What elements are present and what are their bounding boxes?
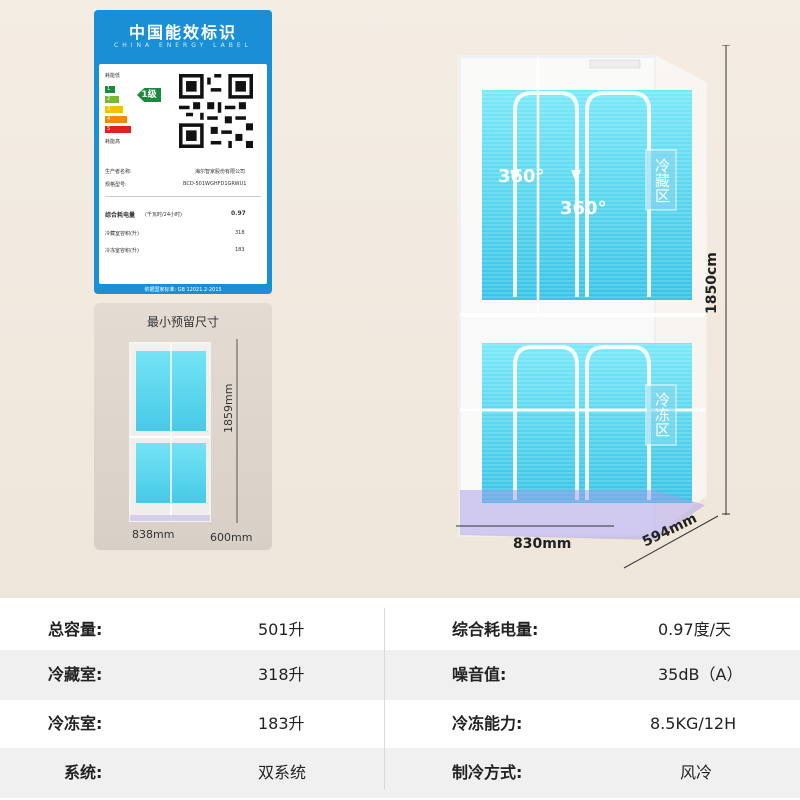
product-image-area: 中国能效标识 CHINA ENERGY LABEL 耗能低 1 2 3 4 5 … xyxy=(0,0,800,598)
energy-label-body: 耗能低 1 2 3 4 5 1级 耗能高 xyxy=(99,64,267,284)
spec-row: 冷藏室: 318升 噪音值: 35dB（A） xyxy=(0,650,800,700)
power-value: 0.97 xyxy=(231,210,246,217)
energy-label-title: 中国能效标识 xyxy=(128,23,237,42)
fridge-volume-label: 冷藏室容积(升) xyxy=(105,231,139,237)
spec-label: 冷冻室: xyxy=(48,714,103,733)
spec-label: 系统: xyxy=(64,763,103,782)
energy-label-subtitle: CHINA ENERGY LABEL xyxy=(114,42,252,49)
spec-label: 制冷方式: xyxy=(452,763,523,782)
product-width: 830mm xyxy=(513,536,572,552)
depth-dimension-line xyxy=(623,515,719,569)
airflow-label: 360° xyxy=(498,166,545,187)
spec-table: 总容量: 501升 综合耗电量: 0.97度/天 冷藏室: 318升 噪音值: … xyxy=(0,598,800,800)
freezer-volume-value: 183 xyxy=(235,247,245,253)
spec-value: 501升 xyxy=(258,620,305,639)
spec-value: 双系统 xyxy=(258,763,307,782)
low-consumption-label: 耗能低 xyxy=(105,73,121,79)
maker-value: 海尔智家股份有限公司 xyxy=(195,169,246,175)
height-dimension-line xyxy=(722,45,730,515)
qr-code-icon xyxy=(179,74,253,148)
width-dimension-line xyxy=(456,525,614,527)
spec-value: 风冷 xyxy=(680,763,713,782)
airflow-label: 360° xyxy=(560,198,607,219)
energy-label-standard: 依据国家标准: GB 12021.2-2015 xyxy=(144,287,222,293)
product-height: 1850cm xyxy=(704,252,720,314)
grade-bar: 2 xyxy=(105,96,119,103)
min-space-panel: 最小预留尺寸 1859mm 838mm 600mm xyxy=(94,303,272,550)
height-dimension-line xyxy=(236,339,238,523)
spec-label: 冷冻能力: xyxy=(452,714,523,733)
fridge-volume-value: 318 xyxy=(235,230,245,236)
column-divider xyxy=(384,608,385,790)
freezer-zone-label: 冷冻区 xyxy=(653,392,671,437)
grade-bar: 3 xyxy=(105,106,123,113)
spec-label: 噪音值: xyxy=(452,665,507,684)
high-consumption-label: 耗能高 xyxy=(105,139,121,145)
spec-value: 35dB（A） xyxy=(658,665,743,684)
spec-value: 8.5KG/12H xyxy=(650,714,737,733)
min-height: 1859mm xyxy=(222,383,235,433)
grade-bar: 4 xyxy=(105,116,127,123)
divider xyxy=(105,196,261,197)
power-label: 综合耗电量 xyxy=(105,212,136,219)
spec-row: 冷冻室: 183升 冷冻能力: 8.5KG/12H xyxy=(0,699,800,749)
energy-grade-badge: 1级 xyxy=(137,88,161,102)
spec-value: 0.97度/天 xyxy=(658,620,732,639)
spec-row: 系统: 双系统 制冷方式: 风冷 xyxy=(0,748,800,798)
grade-bar: 5 xyxy=(105,126,131,133)
model-label: 规格型号: xyxy=(105,182,127,188)
spec-label: 综合耗电量: xyxy=(452,620,539,639)
fridge-zone-label: 冷藏区 xyxy=(653,158,671,203)
small-fridge-illustration xyxy=(129,342,211,522)
min-width: 838mm xyxy=(132,528,175,541)
grade-bar: 1 xyxy=(105,86,115,93)
spec-value: 318升 xyxy=(258,665,305,684)
spec-label: 总容量: xyxy=(48,620,103,639)
spec-label: 冷藏室: xyxy=(48,665,103,684)
maker-label: 生产者名称: xyxy=(105,169,132,175)
power-unit: (千瓦时/24小时) xyxy=(145,212,182,218)
freezer-volume-label: 冷冻室容积(升) xyxy=(105,248,139,254)
min-space-title: 最小预留尺寸 xyxy=(146,315,219,329)
energy-label: 中国能效标识 CHINA ENERGY LABEL 耗能低 1 2 3 4 5 … xyxy=(94,10,272,294)
model-value: BCD-501WGHFD1GRWU1 xyxy=(183,181,247,187)
fridge-illustration xyxy=(458,55,707,540)
spec-value: 183升 xyxy=(258,714,305,733)
spec-row: 总容量: 501升 综合耗电量: 0.97度/天 xyxy=(0,605,800,655)
energy-grade-bars: 1 2 3 4 5 xyxy=(105,86,131,136)
min-depth: 600mm xyxy=(210,531,253,544)
